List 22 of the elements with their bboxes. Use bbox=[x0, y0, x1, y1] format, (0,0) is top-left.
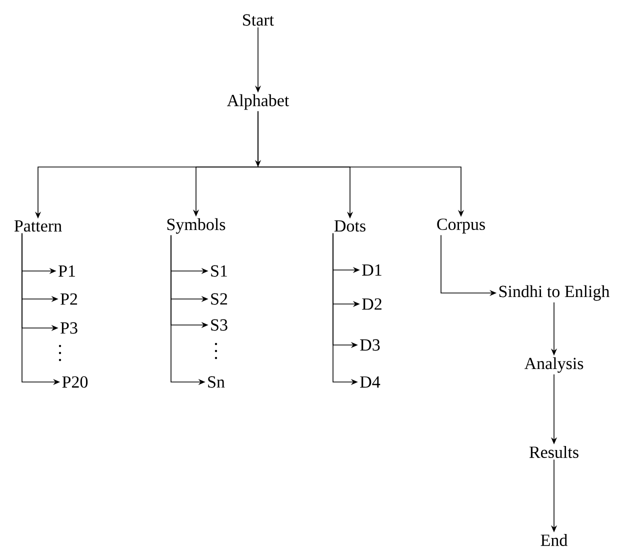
flow-text: P2 bbox=[60, 293, 78, 305]
flow-text: Corpus bbox=[437, 218, 485, 234]
flow-text: Results bbox=[529, 446, 578, 458]
flow-text: S3 bbox=[211, 319, 228, 331]
flow-text: P1 bbox=[58, 265, 75, 277]
flow-text: Dots bbox=[334, 220, 366, 232]
flow-text: D2 bbox=[362, 298, 382, 310]
flow-text: S1 bbox=[211, 265, 227, 277]
flow-text: D1 bbox=[362, 264, 382, 276]
flow-text: Analysis bbox=[524, 357, 584, 373]
flow-text: Sn bbox=[208, 376, 225, 388]
flow-text: End bbox=[540, 534, 568, 546]
flow-text: D4 bbox=[360, 376, 380, 388]
flow-text: P3 bbox=[60, 322, 78, 334]
flow-text: S2 bbox=[211, 293, 228, 305]
flow-text: D3 bbox=[360, 339, 380, 351]
flow-text: Pattern bbox=[14, 220, 62, 232]
flow-text: Symbols bbox=[167, 218, 226, 234]
flow-text: Start bbox=[243, 14, 274, 26]
flow-text: Sindhi to Enligh bbox=[499, 285, 610, 301]
flow-text: Alphabet bbox=[227, 94, 290, 110]
flow-text: P20 bbox=[62, 376, 88, 388]
